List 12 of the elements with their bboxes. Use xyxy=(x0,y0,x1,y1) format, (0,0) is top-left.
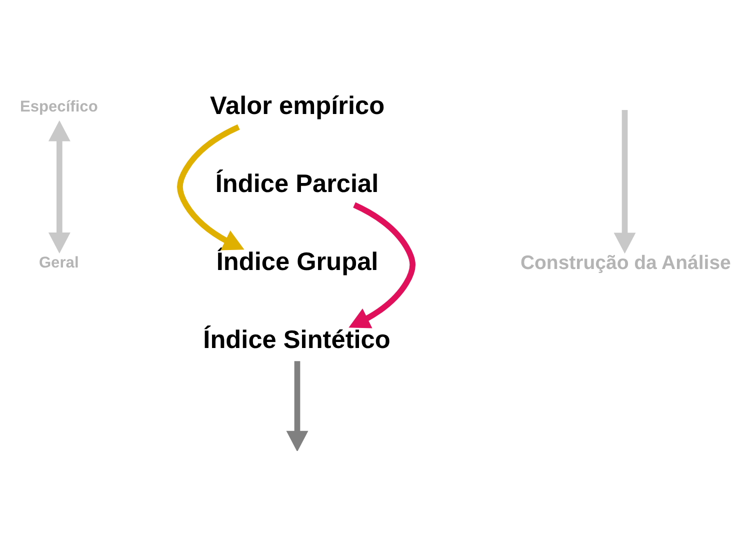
arrow xyxy=(48,120,70,254)
arrow xyxy=(286,361,308,451)
node-text: Específico xyxy=(20,98,98,116)
arrow xyxy=(614,110,636,254)
node-text: Índice Sintético xyxy=(203,326,390,354)
arrow xyxy=(177,124,244,250)
node-text: Geral xyxy=(38,254,79,272)
arrow xyxy=(348,202,416,328)
node-text: Construção da Análise xyxy=(520,252,731,274)
node-text: Índice Parcial xyxy=(215,170,379,198)
node-text: Valor empírico xyxy=(210,92,385,120)
node-text: Índice Grupal xyxy=(216,248,378,276)
